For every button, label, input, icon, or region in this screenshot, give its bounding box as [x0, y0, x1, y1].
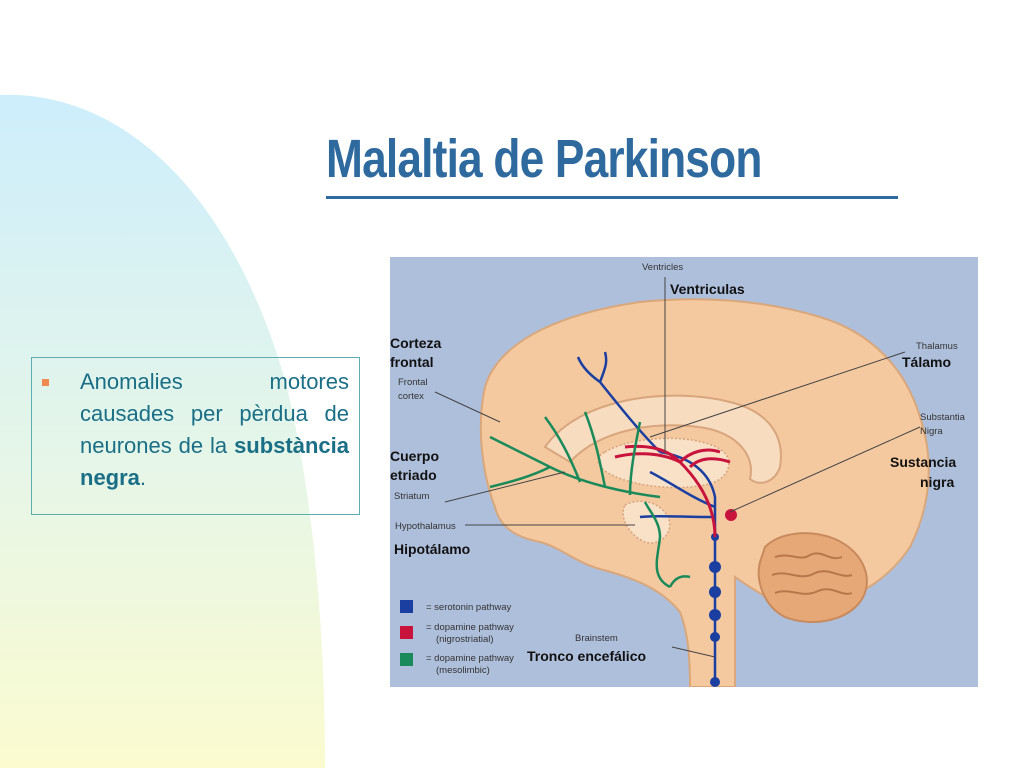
serotonin-pathway — [576, 351, 717, 682]
label-nigra-en-2: Nigra — [920, 426, 943, 437]
pointer-lines — [434, 277, 921, 658]
slide-title: Malaltia de Parkinson — [326, 129, 762, 189]
legend-swatch-serotonin — [400, 600, 413, 613]
legend-swatch-dopamine-meso — [400, 653, 413, 666]
legend-sublabel-dopamine-meso: (mesolimbic) — [436, 665, 490, 676]
label-nigra-es-1: Sustancia — [890, 454, 956, 470]
label-thalamus-es: Tálamo — [902, 354, 951, 370]
serotonin-node — [709, 561, 721, 573]
brain-pathways-diagram: Ventricles Ventriculas Corteza frontal F… — [390, 257, 978, 687]
bullet-text: Anomalies motores causades per pèrdua de… — [80, 366, 349, 494]
label-cortex-en-1: Frontal — [398, 377, 428, 388]
label-brainstem-es: Tronco encefálico — [527, 648, 646, 664]
label-hypothalamus-es: Hipotálamo — [394, 541, 470, 557]
diagram-legend: = serotonin pathway = dopamine pathway (… — [400, 600, 514, 676]
label-ventricles-es: Ventriculas — [670, 281, 745, 297]
label-hypothalamus-en: Hypothalamus — [395, 521, 456, 532]
label-striatum-es-1: Cuerpo — [390, 448, 439, 464]
bullet-text-emphasis: substància negra — [80, 433, 349, 490]
cerebellum-folds — [771, 552, 853, 595]
dopamine-nigrostriatal-pathway — [614, 444, 731, 538]
label-striatum-en: Striatum — [394, 491, 429, 502]
bullet-text-end: . — [139, 465, 147, 490]
bullet-square-icon — [42, 379, 49, 386]
label-cortex-es-1: Corteza — [390, 335, 442, 351]
legend-label-serotonin: = serotonin pathway — [426, 602, 512, 613]
serotonin-node — [710, 677, 720, 687]
legend-swatch-dopamine-nigro — [400, 626, 413, 639]
label-cortex-es-2: frontal — [390, 354, 434, 370]
serotonin-node — [709, 609, 721, 621]
label-thalamus-en: Thalamus — [916, 341, 958, 352]
title-underline — [326, 196, 898, 199]
dopamine-nigro-node — [725, 509, 737, 521]
label-nigra-es-2: nigra — [920, 474, 954, 490]
label-nigra-en-1: Substantia — [920, 412, 966, 423]
legend-label-dopamine-nigro: = dopamine pathway — [426, 622, 514, 633]
bullet-text-main: Anomalies motores causades per pèrdua de… — [80, 369, 349, 458]
label-striatum-es-2: etriado — [390, 467, 437, 483]
label-brainstem-en: Brainstem — [575, 633, 618, 644]
serotonin-node — [709, 586, 721, 598]
legend-sublabel-dopamine-nigro: (nigrostriatial) — [436, 634, 494, 645]
bullet-text-box — [31, 357, 360, 515]
label-ventricles-en: Ventricles — [642, 262, 683, 273]
serotonin-node — [710, 632, 720, 642]
label-cortex-en-2: cortex — [398, 391, 424, 402]
hypothalamus-region — [622, 500, 671, 544]
legend-label-dopamine-meso: = dopamine pathway — [426, 653, 514, 664]
dopamine-mesolimbic-pathway — [489, 411, 691, 589]
